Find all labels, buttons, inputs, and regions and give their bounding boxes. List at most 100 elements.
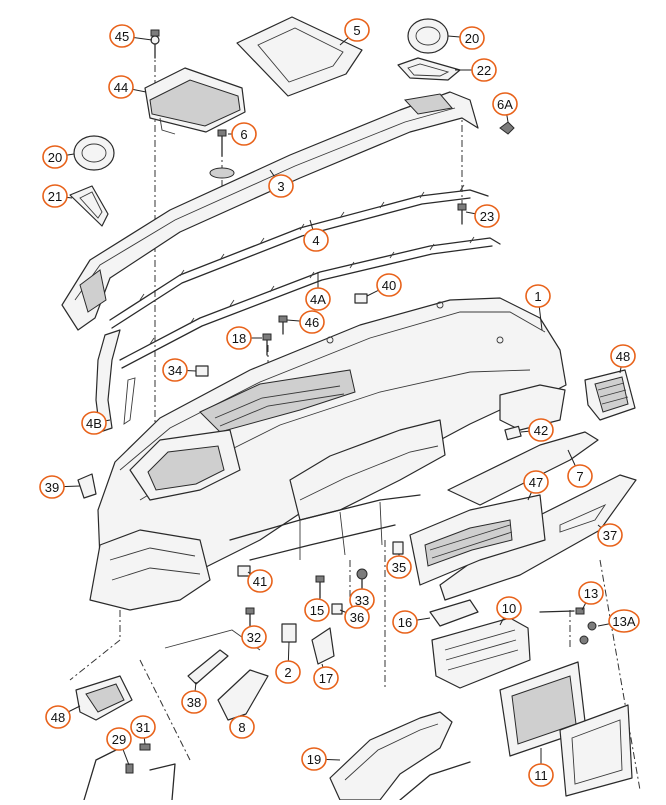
part-callout-48[interactable]: 48: [45, 705, 71, 729]
part-callout-46[interactable]: 46: [299, 310, 325, 334]
part-callout-4a[interactable]: 4A: [305, 287, 331, 311]
part-callout-6[interactable]: 6: [231, 122, 257, 146]
part-callout-32[interactable]: 32: [241, 625, 267, 649]
part-callout-4b[interactable]: 4B: [81, 411, 107, 435]
part-callout-23[interactable]: 23: [474, 204, 500, 228]
part-callout-20[interactable]: 20: [42, 145, 68, 169]
callout-circle: [492, 92, 518, 116]
part-callout-37[interactable]: 37: [597, 523, 623, 547]
part-callout-6a[interactable]: 6A: [492, 92, 518, 116]
callout-circle: [268, 174, 294, 198]
part-callout-34[interactable]: 34: [162, 358, 188, 382]
callout-circle: [496, 596, 522, 620]
part-callout-4[interactable]: 4: [303, 228, 329, 252]
part-callout-39[interactable]: 39: [39, 475, 65, 499]
part-callout-13a[interactable]: 13A: [608, 609, 640, 633]
part-callout-45[interactable]: 45: [109, 24, 135, 48]
part-callout-18[interactable]: 18: [226, 326, 252, 350]
part-callout-35[interactable]: 35: [386, 555, 412, 579]
screw-32: [245, 607, 255, 627]
callout-number: 16: [398, 615, 412, 630]
part-callout-15[interactable]: 15: [304, 598, 330, 622]
callout-number: 45: [115, 29, 129, 44]
callout-number: 4: [312, 233, 319, 248]
part-callout-16[interactable]: 16: [392, 610, 418, 634]
part-callout-29[interactable]: 29: [106, 727, 132, 751]
callout-circle: [299, 310, 325, 334]
part-callout-17[interactable]: 17: [313, 666, 339, 690]
control-module: [431, 617, 531, 689]
part-callout-38[interactable]: 38: [181, 690, 207, 714]
clip-40: [354, 293, 368, 304]
callout-number: 39: [45, 480, 59, 495]
callout-number: 19: [307, 752, 321, 767]
callout-number: 10: [502, 601, 516, 616]
part-callout-48[interactable]: 48: [610, 344, 636, 368]
trim-strip-7: [447, 431, 599, 506]
screw-6: [217, 129, 227, 157]
part-callout-44[interactable]: 44: [108, 75, 134, 99]
callout-number: 21: [48, 189, 62, 204]
part-callout-11[interactable]: 11: [528, 763, 554, 787]
speaker-trim-right: [397, 57, 461, 81]
part-callout-7[interactable]: 7: [567, 464, 593, 488]
air-vent-39: [77, 473, 97, 499]
part-callout-13[interactable]: 13: [578, 581, 604, 605]
part-callout-36[interactable]: 36: [344, 605, 370, 629]
callout-number: 47: [529, 475, 543, 490]
callout-circle: [241, 625, 267, 649]
callout-number: 11: [534, 768, 548, 783]
part-callout-19[interactable]: 19: [301, 747, 327, 771]
upper-cover-strip: [61, 91, 479, 331]
part-callout-3[interactable]: 3: [268, 174, 294, 198]
part-callout-22[interactable]: 22: [471, 58, 497, 82]
callout-number: 6: [240, 127, 247, 142]
trim-strip-4B: [95, 329, 136, 433]
callout-circle: [231, 122, 257, 146]
callout-number: 37: [603, 528, 617, 543]
screw-23: [457, 203, 467, 225]
callout-circle: [376, 273, 402, 297]
callout-circle: [597, 523, 623, 547]
callout-circle: [344, 18, 370, 42]
callout-number: 46: [305, 315, 319, 330]
cluster-surround: [329, 711, 471, 801]
callout-number: 5: [353, 23, 360, 38]
callout-number: 31: [136, 720, 150, 735]
callout-circle: [130, 715, 156, 739]
callout-circle: [162, 358, 188, 382]
part-callout-40[interactable]: 40: [376, 273, 402, 297]
callout-number: 34: [168, 363, 182, 378]
callout-circle: [304, 598, 330, 622]
callout-circle: [42, 184, 68, 208]
part-callout-41[interactable]: 41: [247, 569, 273, 593]
callout-circle: [525, 284, 551, 308]
bracket-42: [504, 425, 522, 441]
nut-13A: [579, 621, 597, 645]
callout-circle: [386, 555, 412, 579]
callout-circle: [229, 715, 255, 739]
display-cover: [236, 16, 363, 97]
callout-number: 4A: [310, 292, 326, 307]
screw-18: [262, 333, 272, 356]
part-callout-31[interactable]: 31: [130, 715, 156, 739]
part-callout-5[interactable]: 5: [344, 18, 370, 42]
callout-circle: [42, 145, 68, 169]
part-callout-8[interactable]: 8: [229, 715, 255, 739]
part-callout-42[interactable]: 42: [528, 418, 554, 442]
callout-number: 17: [319, 671, 333, 686]
part-callout-47[interactable]: 47: [523, 470, 549, 494]
part-callout-21[interactable]: 21: [42, 184, 68, 208]
callout-number: 48: [51, 710, 65, 725]
part-callout-1[interactable]: 1: [525, 284, 551, 308]
part-callout-10[interactable]: 10: [496, 596, 522, 620]
callout-circle: [247, 569, 273, 593]
callout-circle: [471, 58, 497, 82]
callout-number: 33: [355, 593, 369, 608]
clip-strip-4: [109, 184, 489, 329]
screw-6A: [499, 121, 515, 135]
part-callout-2[interactable]: 2: [275, 660, 301, 684]
part-callout-20[interactable]: 20: [459, 26, 485, 50]
